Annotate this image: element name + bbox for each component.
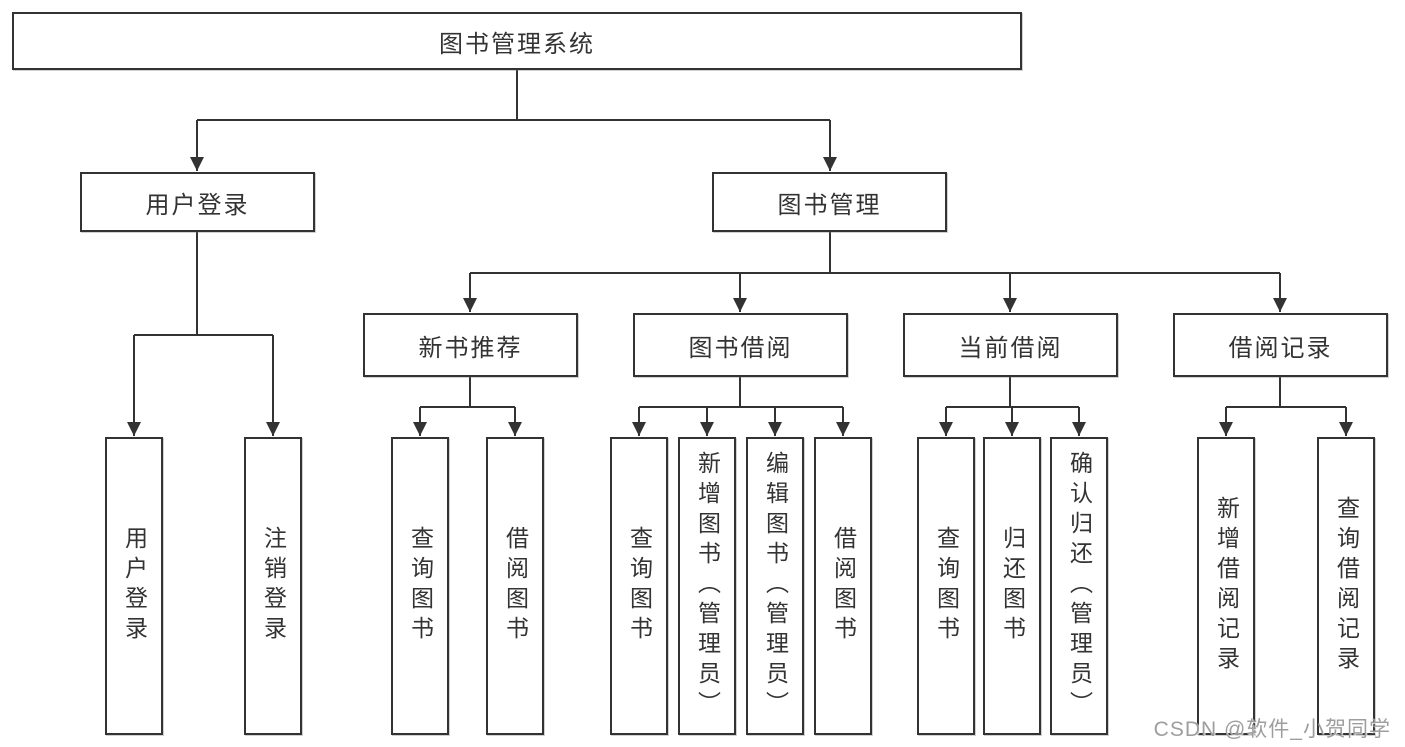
leaf-label: 用户登录 bbox=[121, 526, 148, 646]
node-label: 当前借阅 bbox=[958, 334, 1063, 362]
leaf-label: 编辑图书（管理员） bbox=[762, 451, 789, 721]
leaf-label: 借阅图书 bbox=[830, 526, 857, 646]
leaf-logout: 注销登录 bbox=[244, 437, 302, 735]
leaf-label: 归还图书 bbox=[999, 526, 1026, 646]
leaf-edit-books-admin: 编辑图书（管理员） bbox=[746, 437, 804, 735]
leaf-query-borrow-record: 查询借阅记录 bbox=[1317, 437, 1375, 735]
node-book-management: 图书管理 bbox=[712, 172, 947, 232]
leaf-label: 借阅图书 bbox=[502, 526, 529, 646]
node-label: 借阅记录 bbox=[1228, 334, 1333, 362]
leaf-query-books-recommend: 查询图书 bbox=[391, 437, 449, 735]
leaf-borrow-books-recommend: 借阅图书 bbox=[486, 437, 544, 735]
leaf-add-borrow-record: 新增借阅记录 bbox=[1197, 437, 1255, 735]
node-borrow-record: 借阅记录 bbox=[1173, 313, 1388, 377]
leaf-label: 确认归还（管理员） bbox=[1066, 451, 1093, 721]
leaf-borrow-books: 借阅图书 bbox=[814, 437, 872, 735]
node-user-login: 用户登录 bbox=[80, 172, 315, 232]
node-book-borrow: 图书借阅 bbox=[633, 313, 848, 377]
leaf-label: 查询借阅记录 bbox=[1333, 496, 1360, 676]
node-label: 图书管理 bbox=[777, 191, 882, 219]
node-library-management-system: 图书管理系统 bbox=[12, 12, 1022, 70]
leaf-return-books: 归还图书 bbox=[983, 437, 1041, 735]
leaf-label: 新增借阅记录 bbox=[1213, 496, 1240, 676]
node-current-borrow: 当前借阅 bbox=[903, 313, 1118, 377]
node-label: 用户登录 bbox=[145, 191, 250, 219]
leaf-query-books-borrow: 查询图书 bbox=[610, 437, 668, 735]
leaf-add-books-admin: 新增图书（管理员） bbox=[678, 437, 736, 735]
leaf-query-books-current: 查询图书 bbox=[917, 437, 975, 735]
leaf-label: 查询图书 bbox=[407, 526, 434, 646]
leaf-label: 查询图书 bbox=[626, 526, 653, 646]
leaf-label: 注销登录 bbox=[260, 526, 287, 646]
node-label: 图书借阅 bbox=[688, 334, 793, 362]
csdn-watermark: CSDN @软件_小贺同学 bbox=[1153, 718, 1391, 741]
leaf-label: 新增图书（管理员） bbox=[694, 451, 721, 721]
leaf-confirm-return-admin: 确认归还（管理员） bbox=[1050, 437, 1108, 735]
leaf-user-login: 用户登录 bbox=[105, 437, 163, 735]
node-label: 新书推荐 bbox=[418, 334, 523, 362]
leaf-label: 查询图书 bbox=[933, 526, 960, 646]
node-new-book-recommend: 新书推荐 bbox=[363, 313, 578, 377]
node-label: 图书管理系统 bbox=[439, 30, 595, 58]
